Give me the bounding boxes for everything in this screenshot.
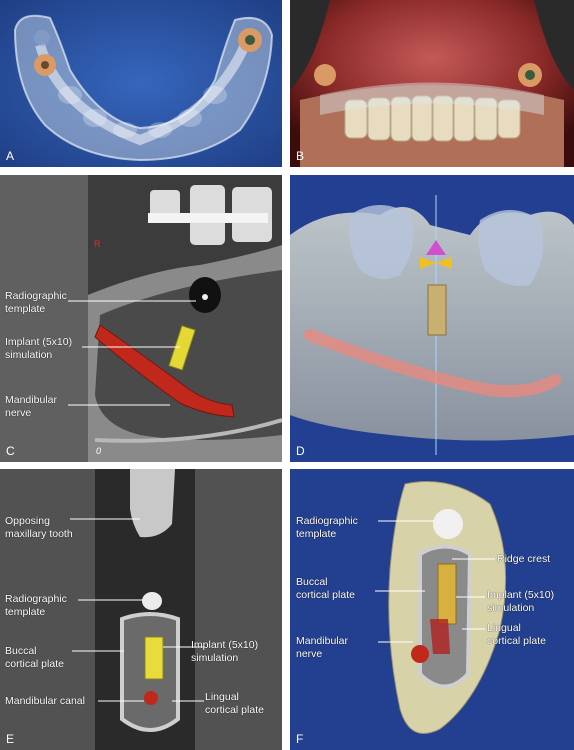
label-opposing-tooth: Opposing maxillary tooth <box>5 515 73 540</box>
panel-c-ct: R 0 Radiographic template Implant (5x10)… <box>0 175 282 462</box>
panel-e-ct: Opposing maxillary tooth Radiographic te… <box>0 469 282 750</box>
implant-simulation <box>168 325 196 371</box>
panel-label-d: D <box>296 444 305 458</box>
label-implant-simulation: Implant (5x10) simulation <box>487 589 555 614</box>
panel-label-e: E <box>6 732 15 746</box>
nerve-model <box>304 329 561 398</box>
label-buccal-plate: Buccal cortical plate <box>5 645 64 670</box>
panel-f-3d: Radiographic template Ridge crest Buccal… <box>290 469 574 750</box>
mandibular-nerve <box>94 324 235 418</box>
panel-label-b: B <box>296 149 305 163</box>
3d-cross-section <box>290 469 574 750</box>
template-marker <box>142 592 162 610</box>
template-photo <box>0 0 282 167</box>
template-marker <box>433 509 463 539</box>
implant-model <box>427 284 447 336</box>
bottom-mark: 0 <box>96 446 102 456</box>
panel-a-photo: A <box>0 0 282 167</box>
label-implant-simulation: Implant (5x10) simulation <box>191 639 259 664</box>
intraoral-photo <box>290 0 574 167</box>
label-mandibular-canal: Mandibular canal <box>5 695 85 707</box>
label-implant-simulation: Implant (5x10) simulation <box>5 336 73 361</box>
label-lingual-plate: Lingual cortical plate <box>205 691 264 716</box>
implant-model <box>437 563 457 625</box>
panel-label-f: F <box>296 732 304 746</box>
mandibular-canal <box>144 691 158 705</box>
panel-b-photo: B <box>290 0 574 167</box>
opposing-tooth <box>130 469 175 538</box>
label-mandibular-nerve: Mandibular nerve <box>296 635 348 660</box>
panel-label-c: C <box>6 444 15 458</box>
implant-simulation <box>144 636 164 680</box>
3d-reconstruction <box>290 175 574 462</box>
corner-mark: R <box>94 239 101 249</box>
label-radiographic-template: Radiographic template <box>5 290 67 315</box>
label-lingual-plate: Lingual cortical plate <box>487 622 546 647</box>
panel-d-3d: D <box>290 175 574 462</box>
panel-label-a: A <box>6 149 15 163</box>
label-mandibular-nerve: Mandibular nerve <box>5 394 57 419</box>
label-radiographic-template: Radiographic template <box>296 515 358 540</box>
label-radiographic-template: Radiographic template <box>5 593 67 618</box>
mandibular-nerve-model <box>411 645 429 663</box>
sleeve-left <box>314 64 336 86</box>
label-buccal-plate: Buccal cortical plate <box>296 576 355 601</box>
label-ridge-crest: Ridge crest <box>497 553 551 565</box>
ct-cross-section <box>0 175 282 462</box>
ct-coronal-slice <box>0 469 282 750</box>
